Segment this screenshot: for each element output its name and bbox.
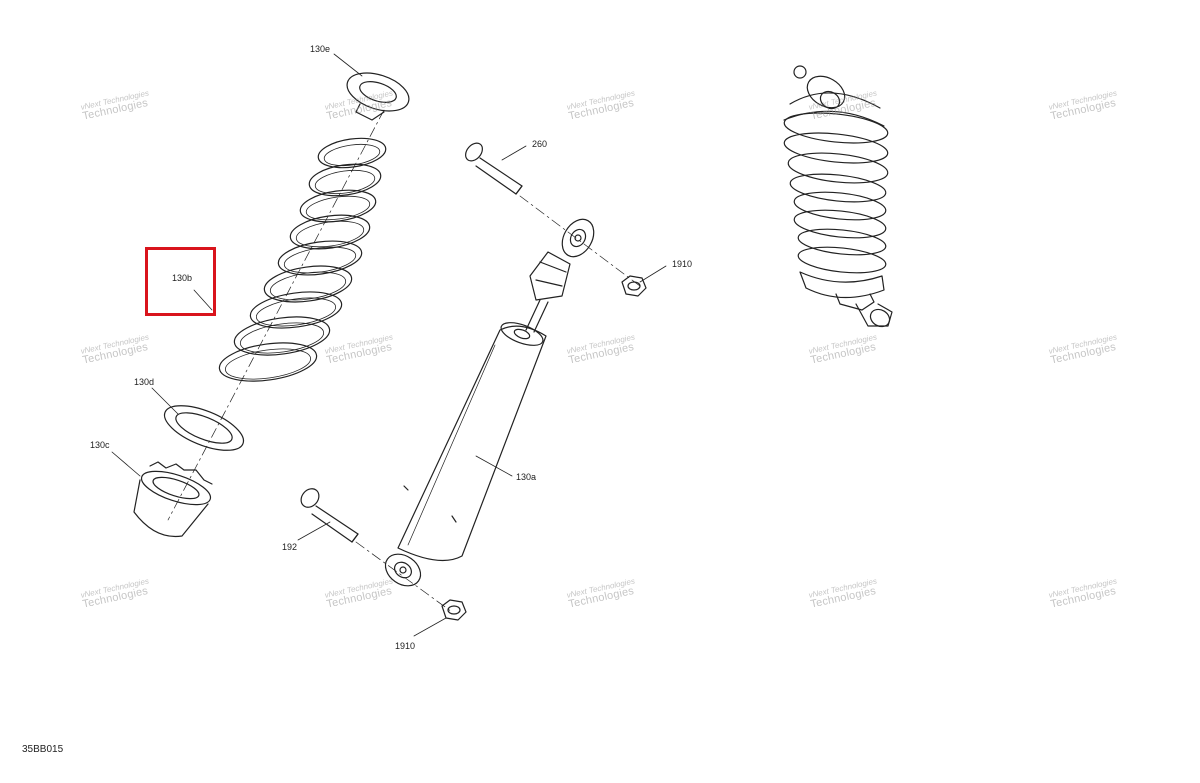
- spring-adjuster-130c: [133, 461, 213, 538]
- spring-seat-130d: [163, 405, 245, 451]
- callout-1910-top[interactable]: 1910: [672, 259, 693, 269]
- callout-1910-bottom[interactable]: 1910: [395, 641, 416, 651]
- callout-130e[interactable]: 130e: [310, 44, 331, 54]
- leader-lines: [111, 53, 667, 637]
- bolt-192: [300, 488, 359, 543]
- callout-130b[interactable]: 130b: [172, 273, 193, 283]
- callout-130c[interactable]: 130c: [90, 440, 110, 450]
- spring-retainer-130e: [346, 72, 410, 121]
- bolt-260: [465, 142, 523, 195]
- nut-1910-top: [621, 275, 647, 297]
- callout-130a[interactable]: 130a: [516, 472, 537, 482]
- assembled-shock-view: [783, 65, 893, 328]
- diagram-code: 35BB015: [22, 744, 64, 755]
- callout-192[interactable]: 192: [282, 542, 298, 552]
- nut-1910-bottom: [441, 599, 467, 621]
- highlight-box-130b: [145, 247, 216, 316]
- callout-130d[interactable]: 130d: [134, 377, 155, 387]
- shock-absorber-130a: [384, 218, 595, 587]
- callout-260[interactable]: 260: [532, 139, 548, 149]
- coil-spring-130b: [218, 137, 387, 382]
